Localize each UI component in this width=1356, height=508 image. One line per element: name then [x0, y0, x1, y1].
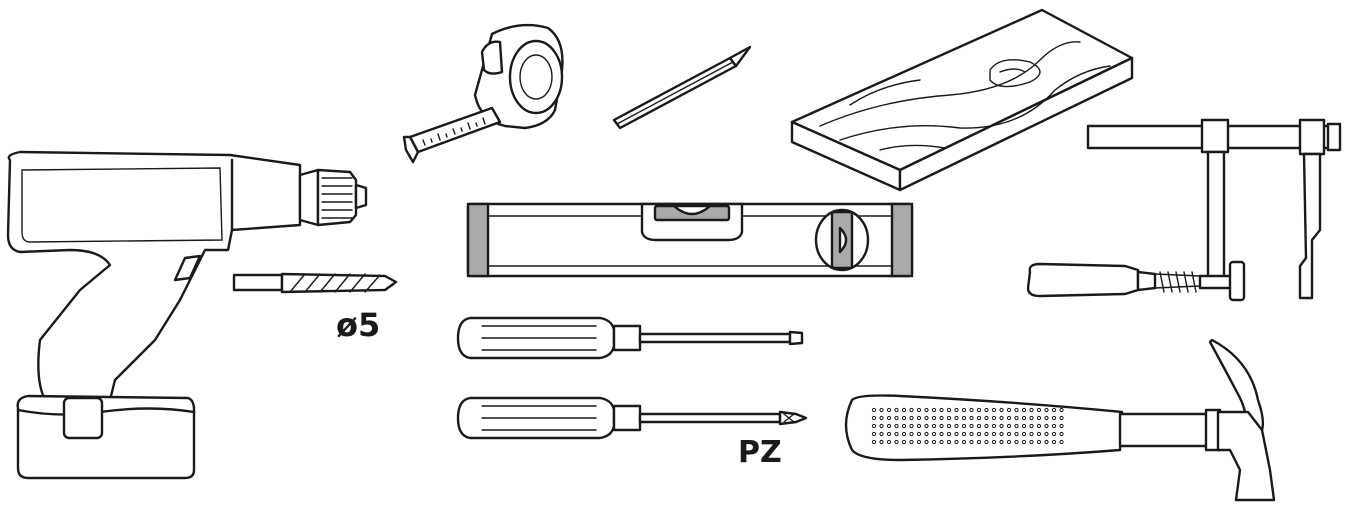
phillips-screwdriver-icon: PZ: [456, 396, 808, 470]
bar-clamp-icon: [1026, 118, 1342, 302]
drill-bit-size-label: ø5: [336, 306, 380, 344]
pencil-icon: [612, 45, 752, 130]
cordless-drill-icon: [6, 150, 368, 480]
hammer-grip-dots: [871, 407, 1064, 445]
drill-bit-icon: ø5: [232, 272, 398, 344]
claw-hammer-icon: [844, 338, 1276, 502]
flat-screwdriver-icon: [456, 316, 804, 360]
screwdriver-type-label: PZ: [738, 435, 782, 470]
spirit-level-icon: [466, 202, 914, 278]
wood-plank-icon: [790, 8, 1134, 192]
tape-measure-icon: [402, 23, 564, 164]
